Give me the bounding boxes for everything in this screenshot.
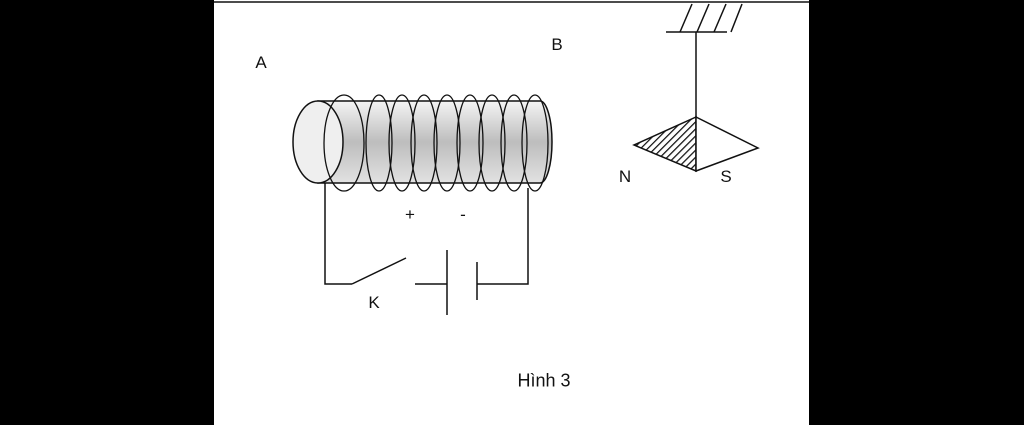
coil-turn [365,94,393,192]
coil-turn [323,94,365,192]
coil-turn [388,94,416,192]
switch-k [351,257,407,285]
coil-core-cylinder [292,100,553,184]
label-minus: - [460,205,466,224]
label-south: S [720,167,732,186]
north-pole [632,115,697,173]
coil-windings [323,94,549,192]
label-plus: + [405,205,415,224]
label-north: N [618,167,632,186]
label-end-a: A [255,53,267,72]
figure-panel [214,0,809,425]
coil-turn [456,94,484,192]
battery [446,250,478,315]
coil-turn [478,94,506,192]
coil-turn [521,94,549,192]
figure-caption: Hình 3 [517,370,571,391]
coil-turn [433,94,461,192]
coil-turn [410,94,438,192]
south-pole [695,115,760,173]
hanging-support [666,3,743,117]
label-switch-k: K [368,293,380,312]
label-end-b: B [551,35,563,54]
circuit-wires [324,183,529,285]
magnetic-needle [632,115,760,173]
coil-turn [500,94,528,192]
